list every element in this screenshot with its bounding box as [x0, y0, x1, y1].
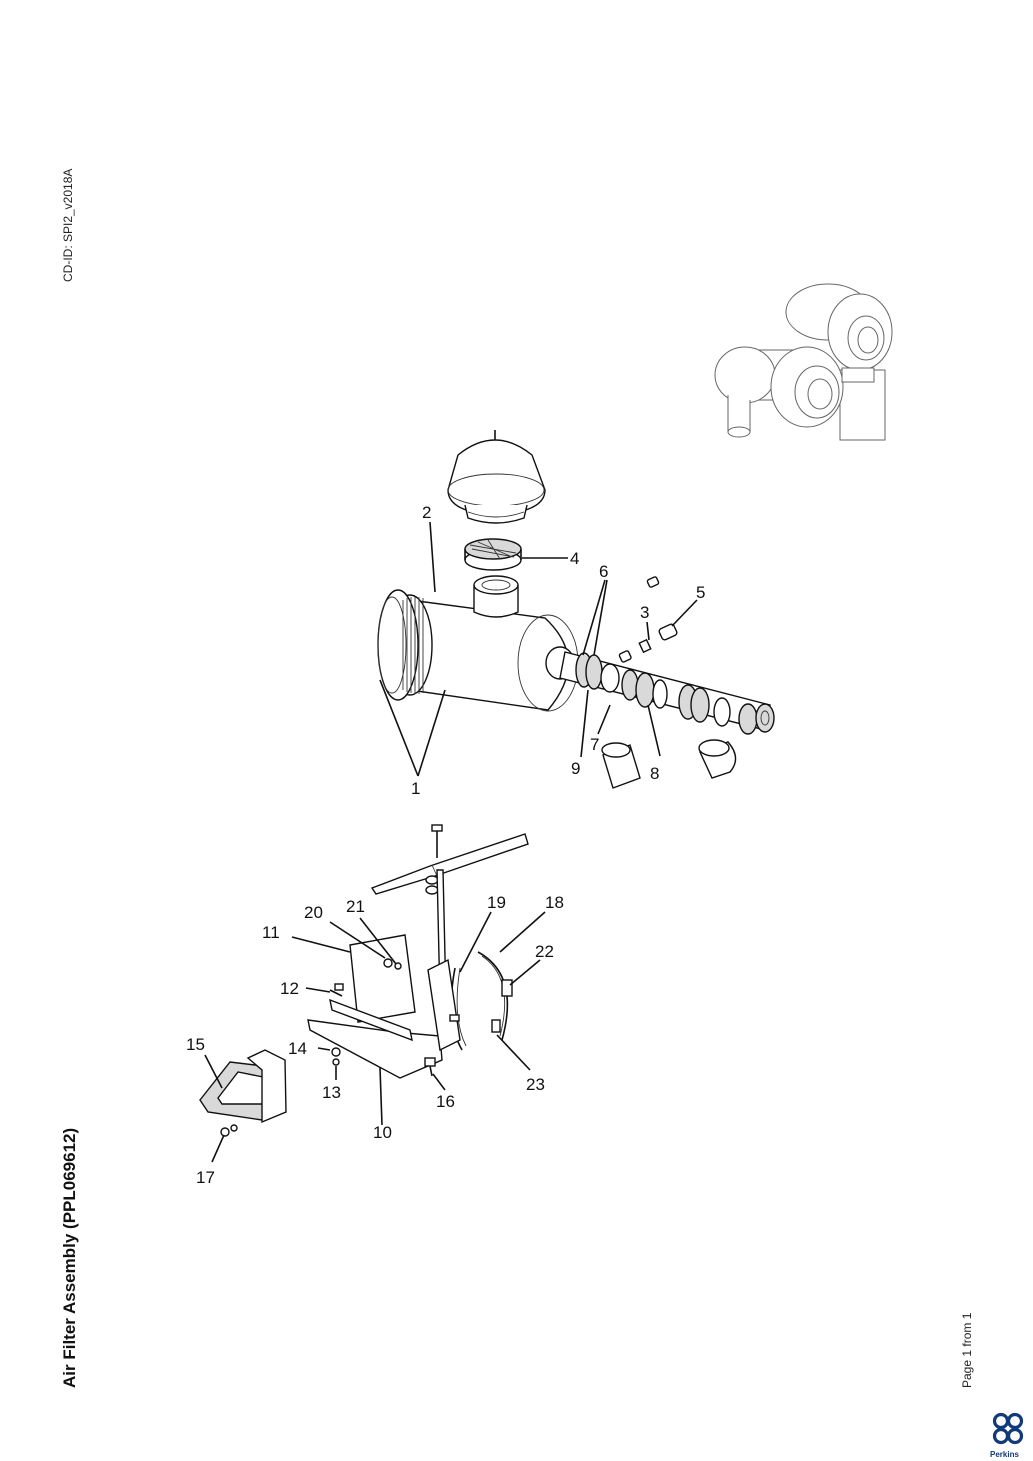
- callout-1: 1: [411, 779, 420, 798]
- callout-15: 15: [186, 1035, 205, 1054]
- callout-8: 8: [650, 764, 659, 783]
- callout-10: 10: [373, 1123, 392, 1142]
- brand-name: Perkins: [990, 1450, 1019, 1459]
- callout-9: 9: [571, 759, 580, 778]
- callout-23: 23: [526, 1075, 545, 1094]
- callout-21: 21: [346, 897, 365, 916]
- callout-11: 11: [262, 923, 280, 942]
- callout-22: 22: [535, 942, 554, 961]
- callout-19: 19: [487, 893, 506, 912]
- callout-14: 14: [288, 1039, 307, 1058]
- callout-17: 17: [196, 1168, 215, 1187]
- callout-6: 6: [599, 562, 608, 581]
- callout-2: 2: [422, 503, 431, 522]
- precleaner-cap: [447, 430, 546, 524]
- mounting-bracket-assembly: [307, 824, 529, 1079]
- air-filter-housing: [377, 575, 579, 712]
- callout-18: 18: [545, 893, 564, 912]
- callout-3: 3: [640, 603, 649, 622]
- gasket-plate: [199, 1049, 287, 1137]
- perkins-logo: [992, 1412, 1024, 1445]
- callout-13: 13: [322, 1083, 341, 1102]
- callout-12: 12: [280, 979, 299, 998]
- leader-lines: [204, 521, 698, 1163]
- callout-20: 20: [304, 903, 323, 922]
- hose-and-clamp-chain: [559, 651, 775, 735]
- callout-labels: 1 2 3 4 5 6 7 8 9 10 11 12 13 14 15 16 1…: [186, 503, 705, 1187]
- callout-5: 5: [696, 583, 705, 602]
- fittings: [618, 576, 678, 663]
- mesh-filter-disc: [464, 538, 522, 571]
- callout-16: 16: [436, 1092, 455, 1111]
- engine-thumbnail: [714, 283, 893, 441]
- callout-4: 4: [570, 549, 579, 568]
- hose-sleeves: [601, 739, 737, 789]
- callout-7: 7: [590, 735, 599, 754]
